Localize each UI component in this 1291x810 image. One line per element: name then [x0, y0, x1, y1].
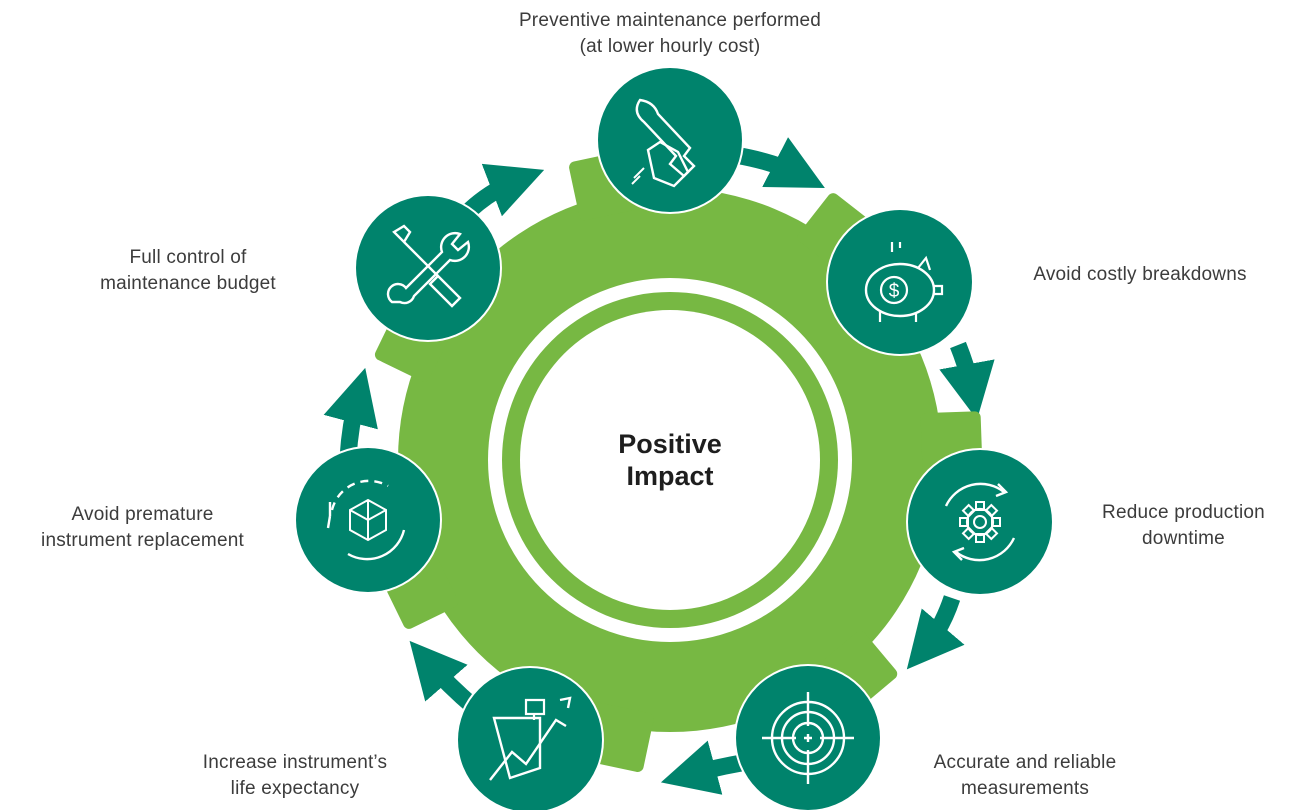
label-life-line2: life expectancy — [230, 778, 360, 799]
label-downtime-line1: Reduce production — [1102, 502, 1265, 523]
piggy-bank-dollar-icon: $ — [864, 242, 944, 322]
label-budget-line2: maintenance budget — [100, 273, 276, 294]
label-downtime: Reduce production downtime — [1076, 500, 1291, 552]
label-preventive: Preventive maintenance performed (at low… — [420, 8, 920, 60]
node-circle — [356, 196, 500, 340]
label-preventive-line1: Preventive maintenance performed — [518, 10, 822, 31]
center-title-line2: Impact — [626, 461, 714, 491]
node-circle — [458, 668, 602, 810]
label-breakdowns: Avoid costly breakdowns — [1004, 262, 1276, 288]
center-title: Positive Impact — [540, 428, 800, 492]
wrench-screwdriver-icon — [386, 224, 471, 308]
inner-ring-inner — [520, 310, 820, 610]
svg-text:$: $ — [889, 281, 900, 302]
node-circle — [908, 450, 1052, 594]
node-life — [456, 666, 604, 810]
instrument-growth-icon — [489, 696, 572, 781]
center-title-line1: Positive — [618, 429, 722, 459]
label-replacement-line2: instrument replacement — [41, 530, 244, 551]
node-accurate — [734, 664, 882, 810]
target-crosshair-icon — [762, 692, 854, 784]
label-life: Increase instrument’s life expectancy — [170, 750, 420, 802]
arrow-breakdowns-to-downtime — [939, 341, 995, 420]
arrow-downtime-to-accurate — [906, 595, 965, 670]
node-circle — [828, 210, 972, 354]
label-budget: Full control of maintenance budget — [68, 245, 308, 297]
node-breakdowns: $ — [826, 208, 974, 356]
label-replacement: Avoid premature instrument replacement — [10, 502, 275, 554]
label-downtime-line2: downtime — [1142, 528, 1225, 549]
wrench-hand-icon — [631, 98, 696, 188]
label-breakdowns-line1: Avoid costly breakdowns — [1033, 264, 1247, 285]
node-circles: $ — [294, 66, 1054, 810]
arrow-budget-to-preventive — [464, 163, 545, 217]
node-budget — [354, 194, 502, 342]
node-circle — [598, 68, 742, 212]
arrow-preventive-to-breakdowns — [733, 137, 825, 188]
label-accurate: Accurate and reliable measurements — [900, 750, 1150, 802]
cube-cycle-icon — [326, 479, 406, 561]
node-replacement — [294, 446, 442, 594]
label-budget-line1: Full control of — [129, 247, 247, 268]
label-accurate-line2: measurements — [960, 778, 1090, 799]
gear-cycle-icon — [944, 482, 1016, 562]
node-downtime — [906, 448, 1054, 596]
node-preventive — [596, 66, 744, 214]
label-life-line1: Increase instrument’s — [202, 752, 388, 773]
label-replacement-line1: Avoid premature — [71, 504, 214, 525]
label-preventive-line2: (at lower hourly cost) — [579, 36, 761, 57]
label-accurate-line1: Accurate and reliable — [933, 752, 1117, 773]
